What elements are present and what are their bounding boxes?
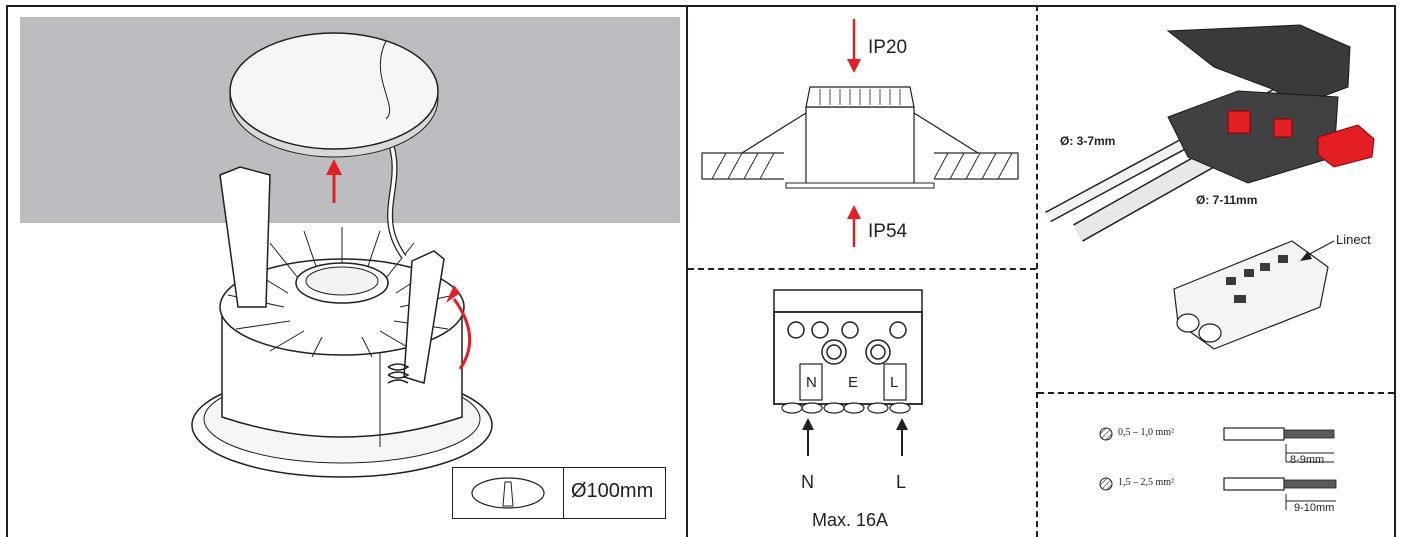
- cutout-cell: [453, 468, 564, 518]
- connector-name-label: Linect: [1336, 232, 1371, 247]
- terminal-panel: N E L N L Max. 16A: [688, 270, 1036, 537]
- input-n-label: N: [801, 472, 814, 492]
- wire-strip-1: 8-9mm: [1290, 454, 1325, 466]
- terminal-e: E: [848, 374, 859, 391]
- input-l-label: L: [896, 472, 907, 492]
- divider-main: [686, 5, 688, 537]
- terminal-n: N: [806, 374, 817, 391]
- divider-ip-terminal: [688, 268, 1036, 270]
- ip-panel: IP20 IP54: [688, 7, 1036, 268]
- cutout-icon: [471, 477, 545, 509]
- diagram-frame: [6, 5, 1396, 537]
- small-cable-label: Ø: 3-7mm: [1060, 134, 1116, 148]
- diameter-label: Ø100mm: [571, 480, 654, 502]
- connector-panel: Ø: 3-7mm Ø: 7-11mm Linect: [1038, 7, 1394, 392]
- max-current-label: Max. 16A: [812, 510, 889, 530]
- large-cable-label: Ø: 7-11mm: [1196, 193, 1258, 207]
- ip54-label: IP54: [868, 221, 908, 242]
- install-panel: Ø100mm: [8, 7, 686, 537]
- wire-strip-illustration: [1099, 427, 1337, 510]
- divider-connector-wire: [1038, 392, 1394, 394]
- downlight-illustration: [191, 32, 493, 478]
- terminal-block-illustration: [773, 289, 923, 456]
- wire-panel: 0,5 – 1,0 mm² 8-9mm 1,5 – 2,5 mm² 9-10mm: [1038, 394, 1394, 537]
- terminal-l: L: [890, 374, 899, 391]
- wire-section-1: 0,5 – 1,0 mm²: [1118, 427, 1175, 438]
- ip-cross-section: [701, 19, 1019, 247]
- ip20-label: IP20: [868, 37, 908, 58]
- wire-strip-2: 9-10mm: [1294, 502, 1335, 514]
- wire-section-2: 1,5 – 2,5 mm²: [1118, 477, 1175, 488]
- diameter-box: Ø100mm: [452, 467, 666, 519]
- divider-right: [1036, 5, 1038, 537]
- connector-illustration: [1045, 24, 1375, 350]
